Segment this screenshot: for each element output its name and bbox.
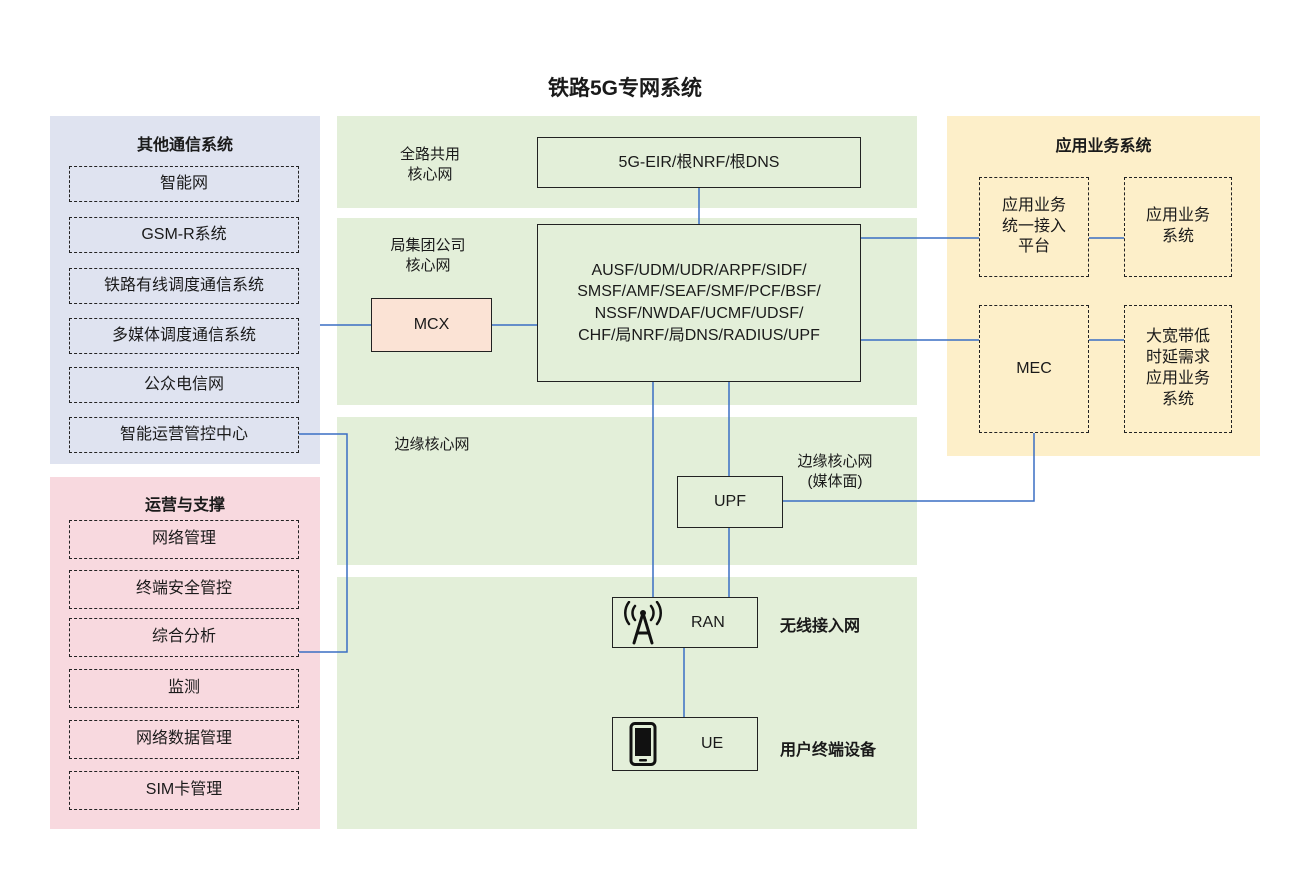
ops-item: 网络管理	[69, 520, 299, 559]
other-systems-panel	[50, 116, 320, 464]
ran-label: 无线接入网	[780, 618, 861, 635]
text-line: 时延需求	[1145, 349, 1210, 367]
ops-item: 终端安全管控	[69, 570, 299, 609]
text-line: 系统	[1161, 228, 1194, 245]
low-latency-app-box: 大宽带低 时延需求 应用业务 系统	[1124, 305, 1232, 433]
other-system-item: 铁路有线调度通信系统	[69, 268, 299, 304]
ue-text: UE	[701, 735, 724, 753]
ops-item: 监测	[69, 669, 299, 708]
ops-item: 网络数据管理	[69, 720, 299, 759]
ops-support-header: 运营与支撑	[144, 497, 225, 514]
text-line: 系统	[1161, 390, 1194, 408]
ops-support-panel	[50, 477, 320, 829]
text-line: 核心网	[405, 257, 451, 275]
text-line: 边缘核心网	[797, 453, 873, 470]
text-line: 局集团公司	[390, 237, 466, 254]
page-title: 铁路5G专网系统	[547, 77, 702, 100]
text-line: 应用业务	[1145, 207, 1210, 225]
text-line: 全路共用	[399, 146, 460, 163]
ue-label: 用户终端设备	[780, 742, 877, 759]
ran-box: RAN	[612, 597, 758, 648]
text-line: 平台	[1017, 238, 1050, 256]
other-systems-header: 其他通信系统	[136, 137, 233, 154]
other-system-item: 多媒体调度通信系统	[69, 318, 299, 354]
text-line: 应用业务	[1145, 370, 1210, 387]
text-line: SMSF/AMF/SEAF/SMF/PCF/BSF/	[577, 283, 821, 301]
other-system-item: 智能网	[69, 166, 299, 202]
smartphone-icon	[613, 722, 673, 766]
other-system-item: GSM-R系统	[69, 217, 299, 253]
ops-item: 综合分析	[69, 618, 299, 657]
text-line: CHF/局NRF/局DNS/RADIUS/UPF	[578, 326, 820, 344]
edge-core-label: 边缘核心网	[394, 436, 470, 453]
radio-tower-icon	[613, 600, 673, 645]
text-line: NSSF/NWDAF/UCMF/UDSF/	[594, 305, 804, 322]
app-systems-panel	[947, 116, 1260, 456]
mec-box: MEC	[979, 305, 1089, 433]
app-system-box: 应用业务 系统	[1124, 177, 1232, 277]
text-line: 核心网	[407, 166, 453, 184]
ops-item: SIM卡管理	[69, 771, 299, 810]
app-systems-header: 应用业务系统	[1055, 138, 1152, 155]
text-line: 应用业务	[1001, 196, 1066, 214]
core-functions-box: AUSF/UDM/UDR/ARPF/SIDF/ SMSF/AMF/SEAF/SM…	[537, 224, 861, 382]
ran-text: RAN	[691, 613, 725, 631]
mcx-box: MCX	[371, 298, 492, 352]
other-system-item: 公众电信网	[69, 367, 299, 403]
edge-media-plane-label: 边缘核心网 (媒体面)	[780, 452, 890, 493]
shared-core-label: 全路共用 核心网	[380, 145, 480, 186]
other-system-item: 智能运营管控中心	[69, 417, 299, 453]
line-upf-to-mec	[783, 433, 1035, 502]
text-line: 大宽带低	[1145, 328, 1210, 346]
group-core-label: 局集团公司 核心网	[373, 236, 483, 277]
text-line: (媒体面)	[807, 473, 863, 491]
ue-box: UE	[612, 717, 758, 771]
edge-core-panel	[337, 417, 917, 565]
unified-access-platform-box: 应用业务 统一接入 平台	[979, 177, 1089, 277]
eir-nrf-dns-box: 5G-EIR/根NRF/根DNS	[537, 137, 861, 188]
line-ioc-to-analysis	[299, 433, 348, 653]
upf-box: UPF	[677, 476, 783, 528]
text-line: 统一接入	[1001, 217, 1066, 235]
text-line: AUSF/UDM/UDR/ARPF/SIDF/	[591, 261, 807, 279]
